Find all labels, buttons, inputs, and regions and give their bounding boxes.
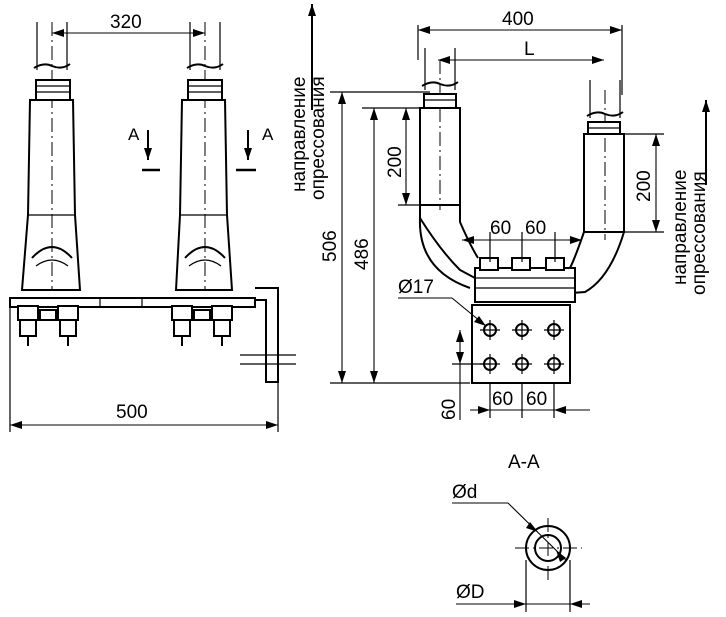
- section-title: A-A: [508, 452, 540, 473]
- hole-diameter-label: Ø17: [398, 277, 434, 298]
- dim-hole-spacing-2: 60: [525, 218, 546, 239]
- dim-L-label: L: [524, 39, 535, 60]
- right-terminal-2: [583, 80, 625, 240]
- pressing-label-left-2: опрессования: [308, 76, 329, 200]
- dim-pad-spacing-2: 60: [526, 389, 547, 410]
- arm-right-inner: [569, 231, 585, 269]
- pressing-label-right-1: направление: [670, 170, 691, 285]
- right-view: направление опрессования направление опр…: [289, 4, 710, 420]
- section-mark-left: A: [128, 125, 140, 144]
- outer-diameter-label: ØD: [456, 582, 485, 603]
- arm-right-outer: [474, 231, 625, 301]
- arm-left-inner: [459, 205, 479, 259]
- dim-320-label: 320: [110, 12, 142, 33]
- section-view: A-A Ød ØD: [452, 452, 590, 612]
- dim-400-label: 400: [502, 9, 534, 30]
- pressing-label-right-2: опрессования: [689, 171, 710, 295]
- clamp-body: [474, 267, 576, 303]
- dim-506-label: 506: [320, 230, 341, 262]
- dim-pad-spacing-1: 60: [492, 389, 513, 410]
- pad-holes: [480, 320, 564, 374]
- dim-500-label: 500: [116, 402, 148, 423]
- bolt-group-right: [171, 305, 233, 346]
- terminal-pad: [471, 304, 571, 384]
- left-terminal-2: [174, 22, 234, 291]
- dim-200-left-label: 200: [385, 146, 406, 178]
- right-terminal-1: [419, 48, 461, 210]
- arm-curve: [418, 217, 471, 289]
- dim-486-label: 486: [352, 238, 373, 270]
- bolt-group-left: [17, 305, 79, 346]
- angle-bracket: [255, 287, 279, 383]
- base-plate: [9, 297, 256, 308]
- dim-hole-spacing-1: 60: [490, 218, 511, 239]
- inner-diameter-label: Ød: [452, 482, 477, 503]
- left-view: 320: [9, 12, 296, 432]
- section-mark-right: A: [262, 125, 274, 144]
- left-terminal-1: [20, 22, 82, 291]
- pressing-label-left-1: направление: [289, 77, 310, 192]
- dim-200-right-label: 200: [634, 170, 655, 202]
- dim-pad-edge: 60: [439, 399, 460, 420]
